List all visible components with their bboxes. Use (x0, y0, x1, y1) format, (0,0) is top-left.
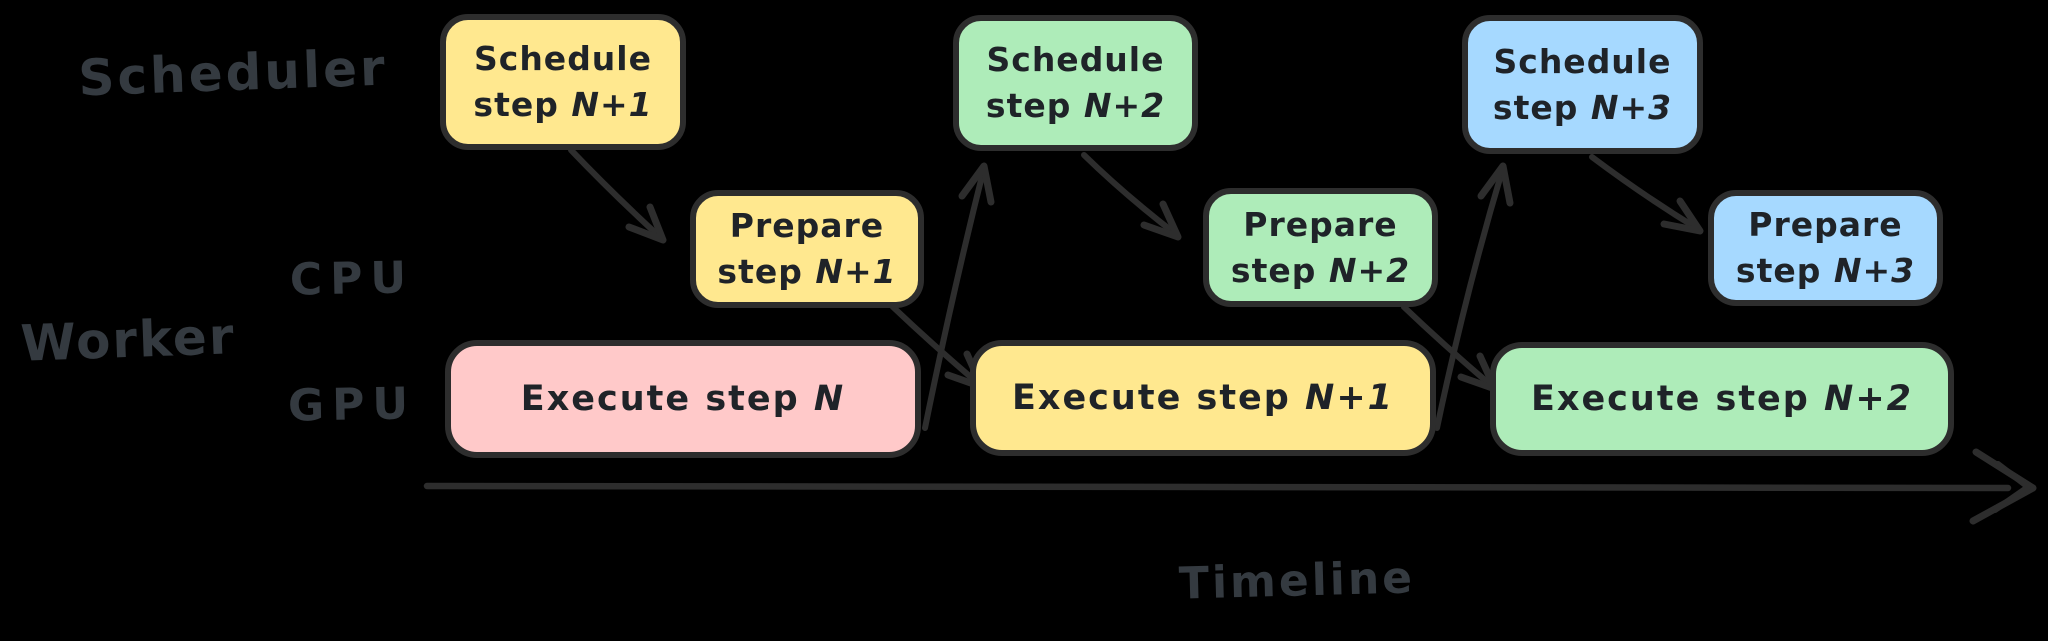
timeline-axis-label: Timeline (1178, 552, 1416, 610)
arrow-schedule-n3-to-prepare-n3 (1589, 154, 1704, 235)
arrow-schedule-n1-to-prepare-n1 (568, 147, 667, 244)
schedule-step-n1-box: Schedule step N+1 (440, 14, 686, 150)
prepare-step-n3-line2: step N+3 (1735, 251, 1916, 290)
prepare-step-n1-line2: step N+1 (717, 252, 897, 291)
prepare-step-n2-line1: Prepare (1243, 204, 1398, 244)
prepare-step-n1-box: Prepare step N+1 (690, 190, 924, 308)
timeline-axis-arrowhead-inner (1992, 461, 2031, 513)
schedule-step-n3-box: Schedule step N+3 (1462, 15, 1703, 154)
execute-step-n2-label: Execute step N+2 (1530, 378, 1914, 419)
timeline-axis-arrowhead (1969, 448, 2037, 525)
prepare-step-n3-line1: Prepare (1748, 205, 1903, 245)
schedule-step-n2-line1: Schedule (986, 40, 1165, 80)
arrow-schedule-n2-to-prepare-n2 (1081, 152, 1182, 241)
cpu-row-label: CPU (289, 252, 415, 306)
execute-step-n1-box: Execute step N+1 (970, 340, 1436, 456)
prepare-step-n2-box: Prepare step N+2 (1203, 188, 1438, 307)
schedule-step-n1-line1: Schedule (473, 39, 652, 79)
schedule-step-n3-line2: step N+3 (1492, 87, 1673, 127)
execute-step-n-label: Execute step N (520, 378, 846, 419)
timeline-axis (423, 448, 2037, 525)
scheduler-row-label: Scheduler (77, 38, 389, 108)
gpu-row-label: GPU (287, 378, 417, 432)
schedule-step-n3-line1: Schedule (1493, 41, 1672, 81)
prepare-step-n2-line2: step N+2 (1230, 250, 1411, 290)
execute-step-n2-box: Execute step N+2 (1490, 342, 1954, 456)
timeline-axis-line (423, 482, 2012, 492)
execute-step-n-box: Execute step N (445, 340, 921, 458)
schedule-step-n1-line2: step N+1 (473, 85, 653, 124)
prepare-step-n1-line1: Prepare (729, 206, 885, 246)
execute-step-n1-label: Execute step N+1 (1011, 377, 1395, 418)
schedule-step-n2-line2: step N+2 (985, 86, 1166, 125)
worker-row-label: Worker (19, 307, 237, 373)
prepare-step-n3-box: Prepare step N+3 (1708, 190, 1943, 306)
schedule-step-n2-box: Schedule step N+2 (953, 15, 1198, 151)
